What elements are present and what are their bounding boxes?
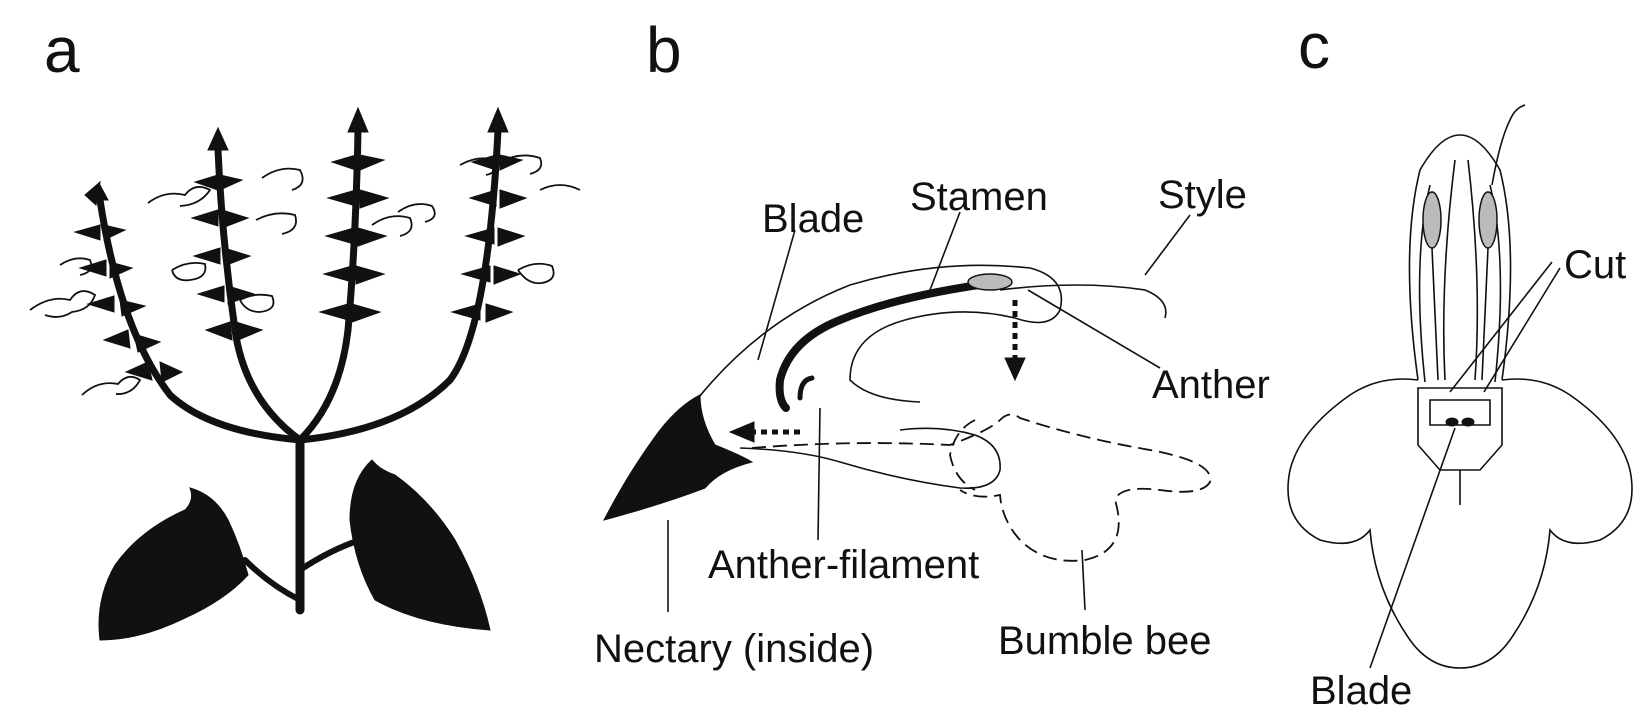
- label-anther: Anther: [1152, 363, 1270, 407]
- anther-left: [1423, 192, 1441, 248]
- calyx-bracts: [75, 155, 526, 382]
- movement-arrows: [730, 300, 1025, 442]
- style-line: [1000, 285, 1166, 318]
- anther-right: [1479, 192, 1497, 248]
- panel-a: a: [30, 14, 580, 640]
- plant-illustration: [30, 108, 580, 640]
- anther-shape: [968, 274, 1012, 290]
- panel-label-b: b: [646, 14, 682, 86]
- blade-left: [1446, 418, 1458, 426]
- spike-tips: [85, 108, 508, 205]
- flower-section-illustration: [604, 265, 1210, 561]
- bumble-bee-outline: [752, 414, 1210, 560]
- anther-filament-hook: [800, 378, 812, 398]
- label-blade-c: Blade: [1310, 669, 1412, 709]
- label-cut: Cut: [1564, 243, 1626, 287]
- flower-front-illustration: [1288, 105, 1632, 668]
- label-style: Style: [1158, 173, 1247, 217]
- leaf-left: [99, 488, 248, 640]
- stamen-lever: [780, 282, 1000, 408]
- nectary-calyx: [604, 395, 752, 520]
- panel-c: c: [1288, 10, 1632, 709]
- corolla-outline: [1288, 379, 1632, 668]
- label-blade-b: Blade: [762, 197, 864, 241]
- label-anther-filament: Anther-filament: [708, 543, 979, 587]
- panel-b: b: [594, 14, 1270, 671]
- blade-right: [1462, 418, 1474, 426]
- label-stamen: Stamen: [910, 175, 1048, 219]
- leaf-right: [350, 460, 490, 630]
- label-bumble-bee: Bumble bee: [998, 619, 1211, 663]
- leader-lines-c: [1370, 262, 1560, 668]
- label-nectary: Nectary (inside): [594, 627, 874, 671]
- panel-label-a: a: [44, 14, 80, 86]
- panel-label-c: c: [1298, 10, 1330, 82]
